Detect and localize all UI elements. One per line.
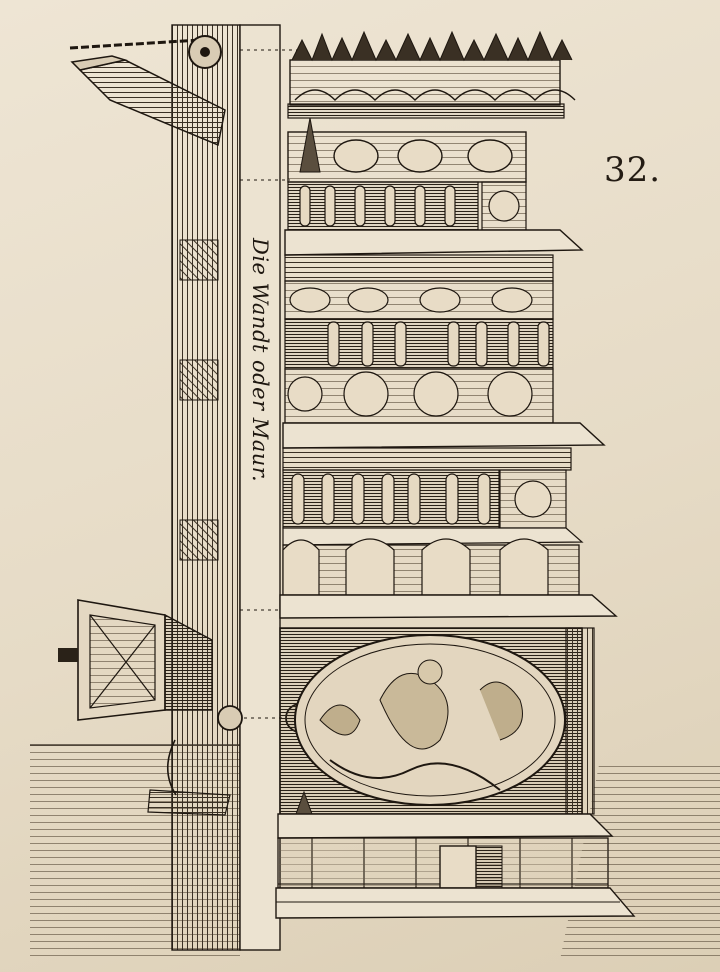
tiled-stove — [275, 30, 636, 919]
stove-crown — [287, 30, 576, 119]
stove-tier-3 — [279, 447, 618, 619]
stove-tier-2 — [282, 254, 606, 449]
wall-caption: Die Wandt oder Maur. — [248, 238, 272, 483]
damper-mechanism — [69, 35, 226, 147]
stove-plinth — [275, 837, 636, 919]
page-number: 32. — [604, 150, 662, 190]
stove-tier-1 — [284, 117, 584, 256]
stove-base-relief — [277, 627, 614, 839]
firing-door — [58, 599, 231, 816]
